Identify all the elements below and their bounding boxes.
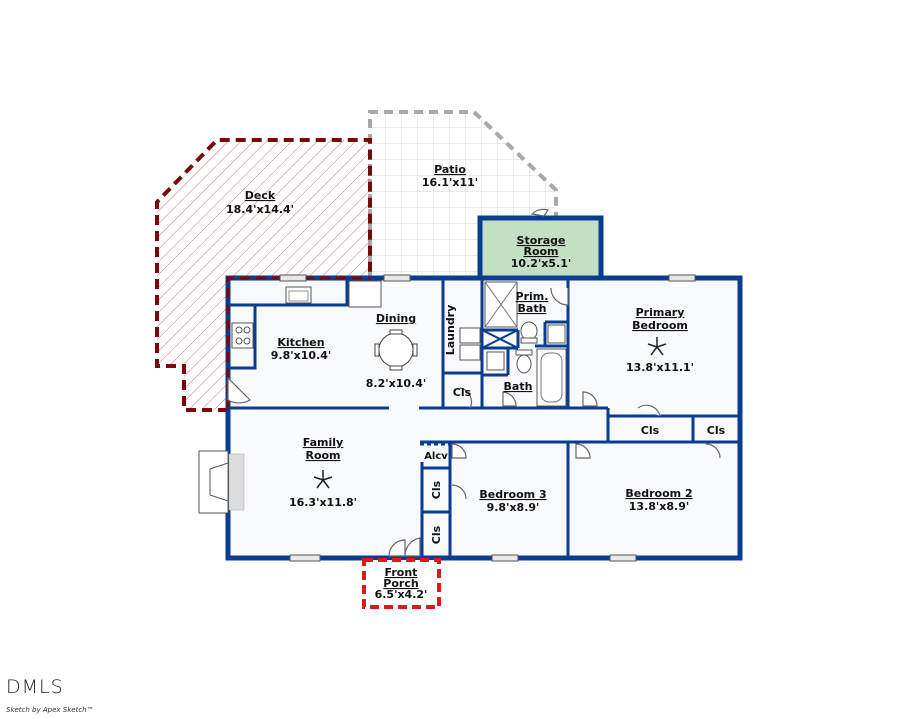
family-room-label-2: Room <box>305 449 340 462</box>
storage-room <box>477 215 604 281</box>
storage-label-1: Storage <box>517 234 566 247</box>
front-porch-dims: 6.5'x4.2' <box>375 588 428 601</box>
prim-bath-label-2: Bath <box>518 302 547 315</box>
ceiling-fan-icon <box>313 337 667 489</box>
closet-hall-2-label: Cls <box>430 525 443 544</box>
windows <box>279 274 696 562</box>
storage-dims: 10.2'x5.1' <box>511 257 571 270</box>
deck-area <box>155 138 372 412</box>
front-porch-label-1: Front <box>385 566 418 579</box>
dmls-logo: DMLS <box>6 676 64 698</box>
toilet-icon <box>515 321 538 374</box>
dining-table-icon <box>374 329 418 371</box>
exterior-walls <box>225 275 743 561</box>
closet-hall-1-label: Cls <box>430 480 443 499</box>
deck-label: Deck <box>245 189 276 202</box>
bath-label: Bath <box>504 380 533 393</box>
family-room-label-1: Family <box>303 436 343 449</box>
dining-label: Dining <box>376 312 416 325</box>
primary-bedroom-label-2: Bedroom <box>632 319 688 332</box>
prim-bath-label-1: Prim. <box>516 290 549 303</box>
dining-dims: 8.2'x10.4' <box>366 377 426 390</box>
kitchen-sink-icon <box>285 286 312 304</box>
refrigerator-icon <box>348 280 382 308</box>
doors <box>227 208 721 557</box>
storage-label-2: Room <box>523 245 558 258</box>
stove-icon <box>231 322 254 349</box>
bedroom2-dims: 13.8'x8.9' <box>629 500 689 513</box>
alcove-label: Alcv <box>424 451 448 462</box>
front-porch <box>362 558 441 609</box>
bedroom3-dims: 9.8'x8.9' <box>487 501 540 514</box>
closet-primary-2-label: Cls <box>707 424 726 437</box>
bedroom2-label: Bedroom 2 <box>625 487 692 500</box>
closet-primary-1-label: Cls <box>641 424 660 437</box>
kitchen-dims: 9.8'x10.4' <box>271 349 331 362</box>
sketch-credit: Sketch by Apex Sketch™ <box>6 706 94 714</box>
front-porch-label-2: Porch <box>383 577 418 590</box>
fireplace-icon <box>198 450 245 514</box>
primary-bedroom-label-1: Primary <box>636 306 685 319</box>
laundry-label: Laundry <box>444 305 457 356</box>
bedroom3-label: Bedroom 3 <box>479 488 546 501</box>
bathtub-icon <box>536 348 567 407</box>
washer-dryer-icon <box>459 327 481 361</box>
deck-dims: 18.4'x14.4' <box>226 203 294 216</box>
closet-laundry-label: Cls <box>453 386 472 399</box>
patio-dims: 16.1'x11' <box>422 176 478 189</box>
deck-edge-overlay <box>226 276 370 410</box>
chase-x-icon <box>481 329 519 349</box>
shower-icon <box>484 281 518 328</box>
house-floor <box>228 278 740 558</box>
primary-bedroom-dims: 13.8'x11.1' <box>626 361 694 374</box>
room-labels: Deck 18.4'x14.4' Patio 16.1'x11' Storage… <box>226 163 726 601</box>
family-room-dims: 16.3'x11.8' <box>289 496 357 509</box>
sink-icon <box>486 324 566 371</box>
kitchen-label: Kitchen <box>277 336 324 349</box>
patio-label: Patio <box>434 163 466 176</box>
